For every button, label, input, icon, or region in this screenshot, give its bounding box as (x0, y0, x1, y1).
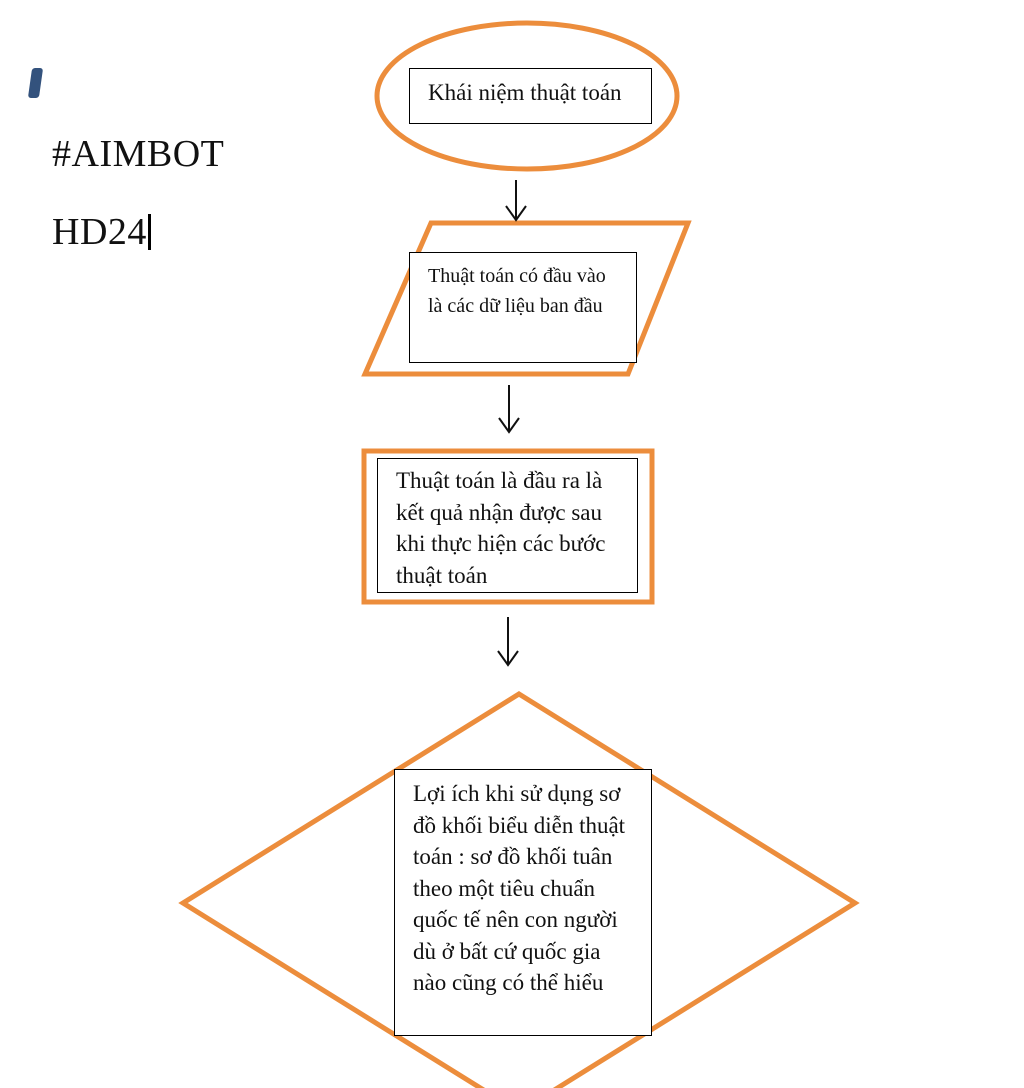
input-parallelogram (361, 220, 692, 377)
terminator-ellipse (374, 20, 680, 172)
arrow-3 (497, 617, 519, 667)
step1-textbox: Khái niệm thuật toán (409, 68, 652, 124)
step4-textbox: Lợi ích khi sử dụng sơ đồ khối biểu diễn… (394, 769, 652, 1036)
decision-diamond (178, 691, 860, 1088)
step3-textbox: Thuật toán là đầu ra là kết quả nhận đượ… (377, 458, 638, 593)
step2-textbox: Thuật toán có đầu vào là các dữ liệu ban… (409, 252, 637, 363)
arrow-1 (505, 180, 527, 222)
arrow-2 (498, 385, 520, 434)
text-caret (148, 214, 151, 250)
hashtag-aimbot: #AIMBOT (52, 133, 225, 175)
process-rectangle (361, 448, 655, 605)
hd24-label: HD24 (52, 211, 147, 253)
